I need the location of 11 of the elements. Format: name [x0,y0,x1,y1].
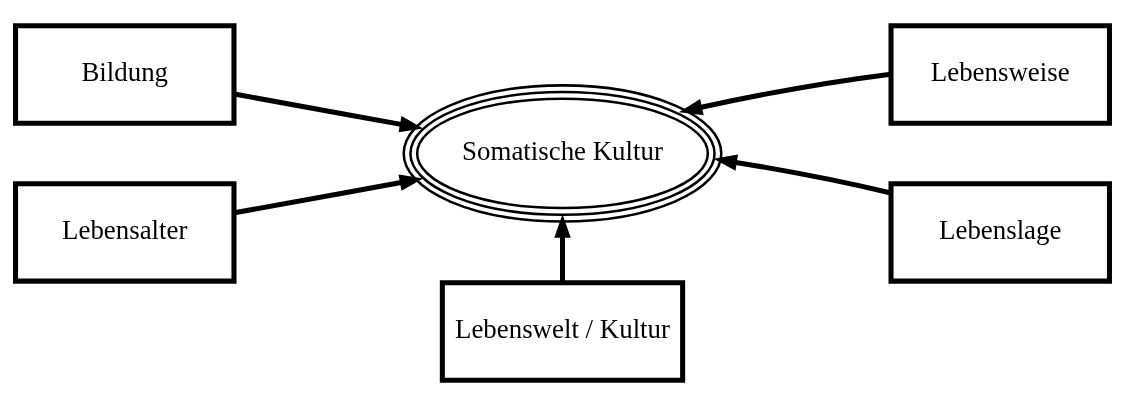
arrow [233,91,424,132]
node-box: Lebensweise [888,22,1112,126]
arrow [554,213,571,282]
node-ellipse: Somatische Kultur [402,83,723,223]
node-box: Bildung [13,22,237,126]
node-box: Lebenswelt / Kultur [439,279,686,383]
node-box: Lebensalter [13,180,237,284]
arrow [713,153,892,195]
node-box: Lebenslage [888,180,1112,284]
arrow [233,174,424,215]
arrow [678,71,891,115]
